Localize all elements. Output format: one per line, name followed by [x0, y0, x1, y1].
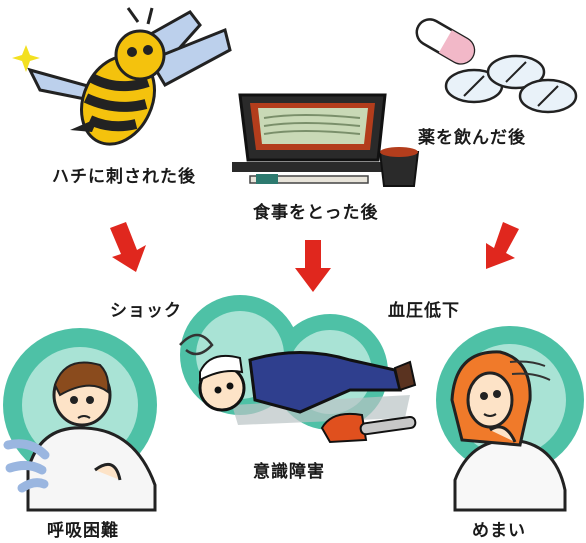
- cause-label-medicine: 薬を飲んだ後: [418, 128, 526, 148]
- symptom-label-shock: ショック: [110, 301, 182, 321]
- pills-icon: [415, 18, 578, 114]
- cause-label-bee-sting: ハチに刺された後: [52, 167, 196, 187]
- down-arrow-icon: [110, 222, 519, 292]
- symptom-label-low-blood-pressure: 血圧低下: [388, 301, 460, 321]
- breathless-man-icon: [3, 328, 157, 512]
- bee-icon: [12, 7, 232, 146]
- symptom-label-breathing-difficulty: 呼吸困難: [47, 521, 119, 541]
- cause-label-meal: 食事をとった後: [253, 203, 379, 223]
- collapsed-worker-icon: [179, 295, 417, 430]
- symptom-label-impaired-consciousness: 意識障害: [253, 462, 325, 482]
- soba-tray-icon: [232, 93, 420, 187]
- dizzy-woman-icon: [436, 326, 584, 512]
- symptom-label-dizziness: めまい: [472, 521, 526, 541]
- chainsaw-icon: [320, 412, 417, 444]
